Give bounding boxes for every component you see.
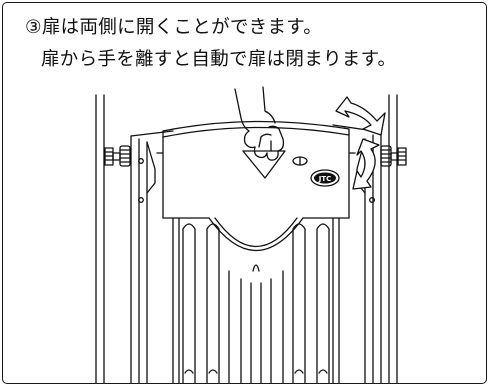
swing-arrow-icon-close xyxy=(352,138,380,190)
instruction-step-text: ③扉は両側に開くことができます。 xyxy=(25,17,323,38)
gate-slats xyxy=(172,217,340,383)
hand-icon xyxy=(234,86,285,161)
swing-arrow-icon-open xyxy=(335,96,386,136)
gate-door-top xyxy=(156,120,356,219)
gate-illustration: JTC xyxy=(95,86,407,383)
tension-knob-icon-right xyxy=(380,145,407,167)
brand-logo: JTC xyxy=(310,169,340,187)
left-side-bar xyxy=(130,130,174,383)
frame-posts xyxy=(95,94,398,383)
instruction-panel: ③扉は両側に開くことができます。 扉から手を離すと自動で扉は閉まります。 xyxy=(2,2,487,384)
gate-door-bottom xyxy=(162,217,350,252)
instruction-note-text: 扉から手を離すと自動で扉は閉まります。 xyxy=(41,49,397,70)
logo-text: JTC xyxy=(318,175,332,183)
tension-knob-icon-left xyxy=(104,145,131,167)
